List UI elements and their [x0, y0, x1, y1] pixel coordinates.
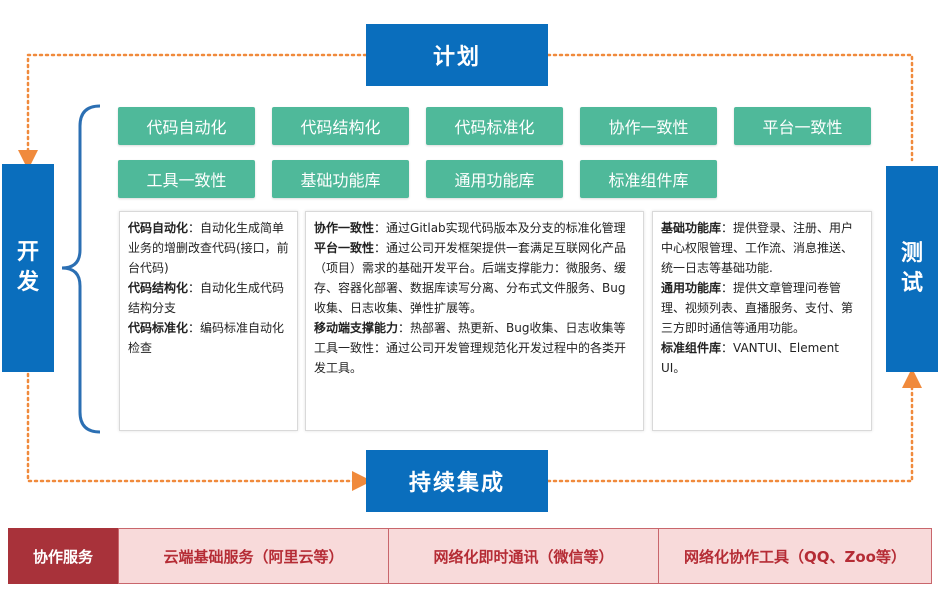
stage-test-char-1: 测: [900, 241, 923, 266]
panel-library-entry: 通用功能库：提供文章管理问卷管理、视频列表、直播服务、支付、第三方即时通信等通用…: [661, 281, 854, 335]
services-header: 协作服务: [8, 528, 118, 584]
panel-library-entry: 基础功能库：提供登录、注册、用户中心权限管理、工作流、消息推送、统一日志等基础功…: [661, 221, 854, 275]
tag-tool-consistency: 工具一致性: [118, 160, 255, 198]
tag-collab-consistency: 协作一致性: [580, 107, 717, 145]
panel-consistency-entry: 协作一致性：通过Gitlab实现代码版本及分支的标准化管理: [314, 221, 626, 235]
arrow-dev-to-ci: [26, 372, 372, 491]
stage-plan: 计划: [366, 24, 548, 86]
panel-library-entry: 标准组件库：VANTUI、Element UI。: [661, 341, 839, 375]
panel-code-entry: 代码自动化：自动化生成简单业务的增删改查代码(接口，前台代码): [128, 221, 289, 275]
stage-ci: 持续集成: [366, 450, 548, 512]
tag-code-standard: 代码标准化: [426, 107, 563, 145]
arrow-plan-to-test: [546, 53, 914, 162]
grouping-brace: [61, 104, 101, 434]
tag-common-library: 通用功能库: [426, 160, 563, 198]
stage-dev-char-1: 开: [16, 240, 39, 265]
panel-consistency-entry: 工具一致性：通过公司开发管理规范化开发过程中的各类开发工具。: [314, 341, 627, 375]
panel-consistency-entry: 平台一致性：通过公司开发框架提供一套满足互联网化产品（项目）需求的基础开发平台。…: [314, 241, 627, 315]
stage-ci-label: 持续集成: [408, 471, 505, 496]
tag-base-library: 基础功能库: [272, 160, 409, 198]
stage-dev-char-2: 发: [16, 270, 39, 295]
tag-code-automation: 代码自动化: [118, 107, 255, 145]
stage-test: 测 试: [886, 166, 938, 372]
service-cloud: 云端基础服务（阿里云等）: [118, 528, 389, 584]
tag-component-library: 标准组件库: [580, 160, 717, 198]
stage-plan-label: 计划: [432, 45, 481, 70]
panel-consistency: 协作一致性：通过Gitlab实现代码版本及分支的标准化管理 平台一致性：通过公司…: [305, 211, 644, 431]
panel-code-entry: 代码标准化：编码标准自动化检查: [128, 321, 285, 355]
service-collab-tools: 网络化协作工具（QQ、Zoo等）: [658, 528, 932, 584]
stage-test-char-2: 试: [900, 271, 923, 296]
service-im: 网络化即时通讯（微信等）: [388, 528, 659, 584]
tag-code-structure: 代码结构化: [272, 107, 409, 145]
panel-code-entry: 代码结构化：自动化生成代码结构分支: [128, 281, 285, 315]
panel-library: 基础功能库：提供登录、注册、用户中心权限管理、工作流、消息推送、统一日志等基础功…: [652, 211, 872, 431]
panel-code: 代码自动化：自动化生成简单业务的增删改查代码(接口，前台代码) 代码结构化：自动…: [119, 211, 298, 431]
stage-dev: 开 发: [2, 164, 54, 372]
arrow-plan-to-dev: [18, 53, 368, 170]
tag-platform-consistency: 平台一致性: [734, 107, 871, 145]
panel-consistency-entry: 移动端支撑能力：热部署、热更新、Bug收集、日志收集等: [314, 321, 626, 335]
arrow-ci-to-test: [546, 368, 922, 483]
